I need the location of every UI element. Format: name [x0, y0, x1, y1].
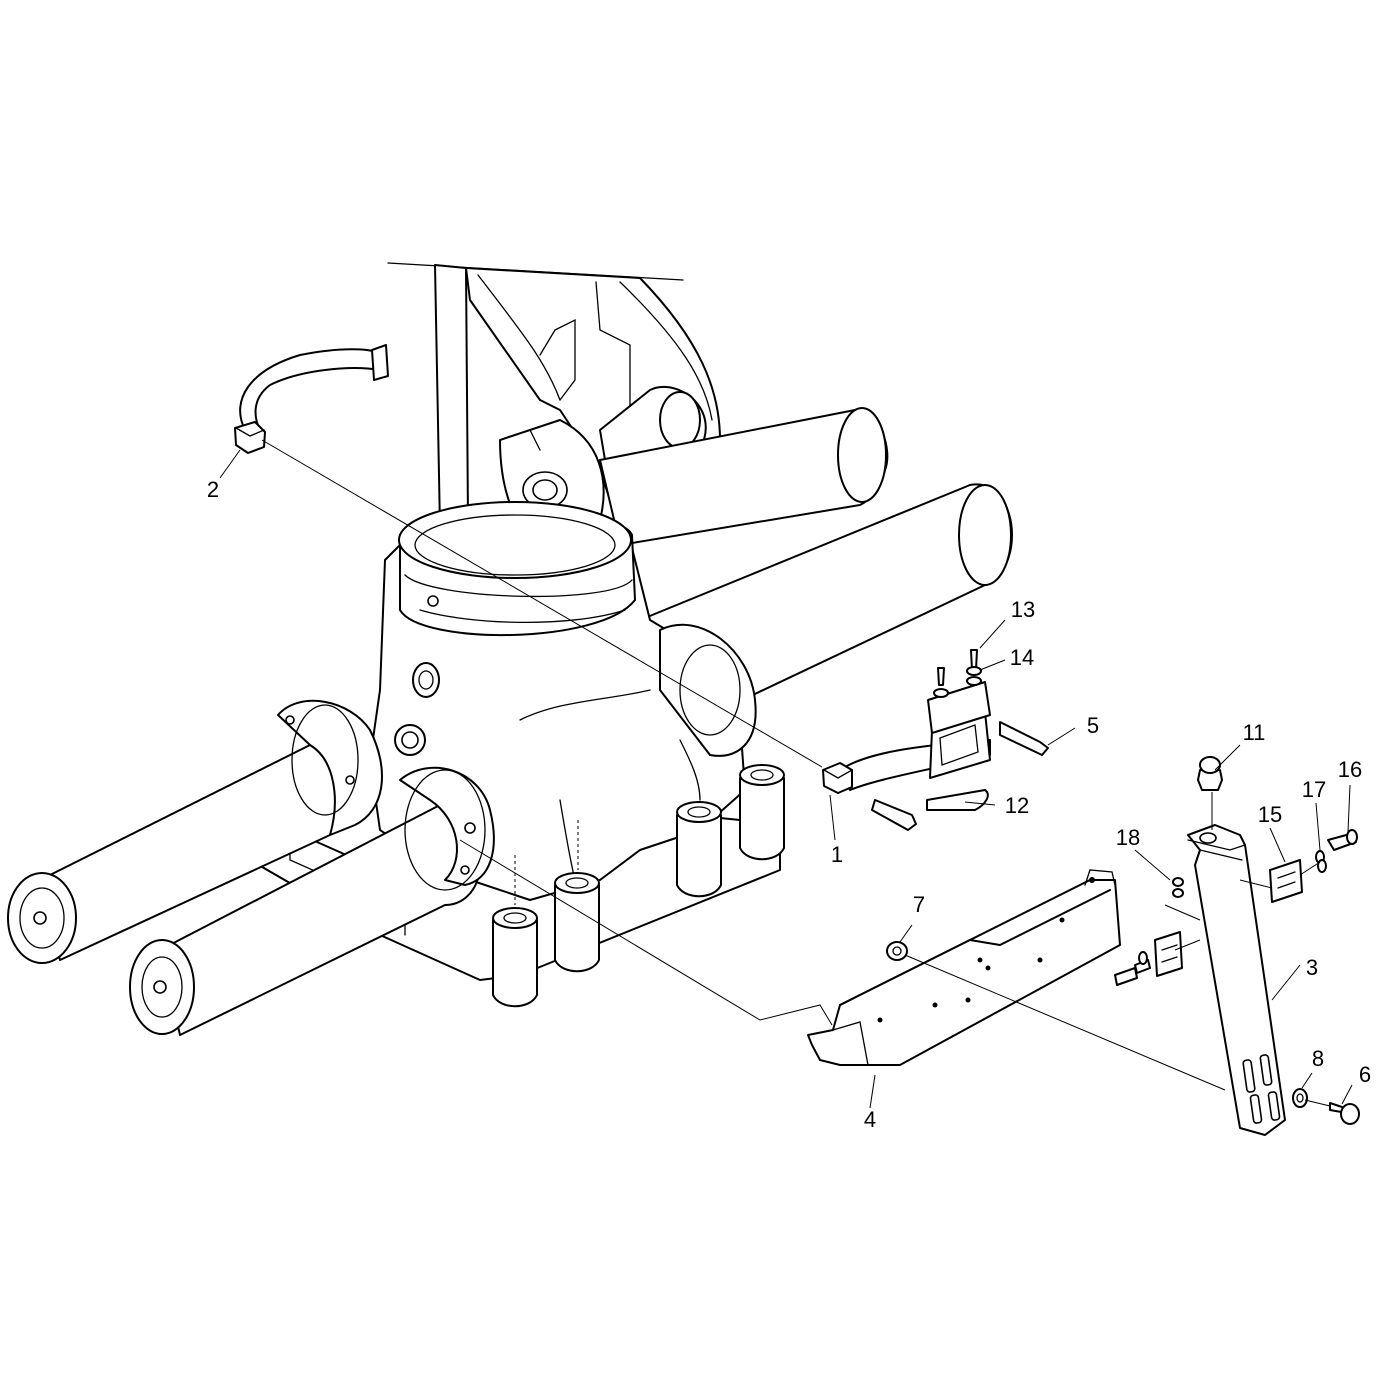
support-bracket-3 — [1187, 824, 1286, 1136]
callout-14: 14 — [1010, 645, 1034, 670]
callout-12: 12 — [1005, 793, 1029, 818]
gearbox-housing — [249, 501, 781, 981]
callout-15: 15 — [1258, 802, 1282, 827]
callout-8: 8 — [1312, 1046, 1324, 1071]
callout-2: 2 — [207, 477, 219, 502]
bolt-6 — [1329, 1102, 1360, 1125]
callout-11: 11 — [1243, 720, 1266, 745]
washer-18 — [1114, 877, 1184, 986]
callout-17: 17 — [1302, 777, 1326, 802]
pedestal-posts — [492, 764, 785, 1008]
upper-right-cylinder — [599, 407, 889, 546]
clip-15 — [1269, 859, 1303, 903]
front-left-cylinder — [129, 715, 495, 1036]
callout-5: 5 — [1087, 713, 1099, 738]
hose-clamp-upper — [234, 344, 389, 454]
grease-fitting-11 — [1197, 756, 1223, 791]
callout-leaders — [219, 449, 1353, 1109]
callout-3: 3 — [1306, 955, 1318, 980]
callout-1: 1 — [831, 842, 843, 867]
callout-6: 6 — [1359, 1062, 1371, 1087]
callout-7: 7 — [913, 892, 925, 917]
assembly-lines — [261, 439, 1331, 1107]
nut-7 — [886, 941, 908, 961]
callout-4: 4 — [864, 1107, 876, 1132]
bracket-assembly — [926, 649, 1049, 811]
callout-16: 16 — [1338, 757, 1362, 782]
washer-17 — [1315, 850, 1327, 873]
callout-18: 18 — [1116, 825, 1140, 850]
callout-labels: 1 2 3 4 5 6 7 8 11 12 13 14 15 16 17 18 — [207, 477, 1371, 1132]
support-plate-4 — [807, 869, 1121, 1066]
screw-16 — [1327, 829, 1358, 851]
clip-mirror — [1154, 931, 1183, 977]
rear-left-cylinder — [7, 699, 383, 964]
callout-13: 13 — [1011, 597, 1035, 622]
washer-8 — [1292, 1088, 1308, 1108]
